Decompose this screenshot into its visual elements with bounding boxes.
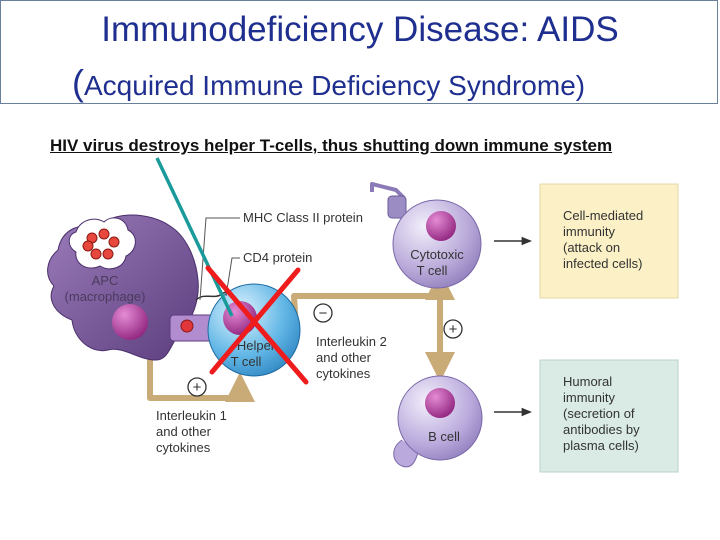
apc-macrophage: APC (macrophage) xyxy=(47,214,199,361)
subtitle-paren-open: ( xyxy=(72,62,84,103)
humoral-line-5: plasma cells) xyxy=(563,438,639,453)
il1-label-3: cytokines xyxy=(156,440,211,455)
cell-mediated-line-3: (attack on xyxy=(563,240,620,255)
b-cell: B cell xyxy=(393,375,483,468)
cell-mediated-line-4: infected cells) xyxy=(563,256,642,271)
il1-pathway xyxy=(147,337,255,402)
humoral-line-1: Humoral xyxy=(563,374,612,389)
plus-sign-left: + xyxy=(193,379,202,396)
il1-label-2: and other xyxy=(156,424,212,439)
subtitle-paren-close: ) xyxy=(575,70,586,101)
minus-sign: − xyxy=(319,305,328,322)
humoral-line-3: (secretion of xyxy=(563,406,635,421)
cytotoxic-label-1: Cytotoxic xyxy=(410,247,464,262)
subtitle-text: Acquired Immune Deficiency Syndrome xyxy=(84,70,576,101)
bcell-label: B cell xyxy=(428,429,460,444)
cell-mediated-line-2: immunity xyxy=(563,224,616,239)
bcell-nucleus xyxy=(425,388,455,418)
helper-label-2: T cell xyxy=(231,354,262,369)
cd4-label: CD4 protein xyxy=(243,250,312,265)
plus-sign-right: + xyxy=(449,321,458,338)
il1-label-1: Interleukin 1 xyxy=(156,408,227,423)
minus-sign-marker: − xyxy=(313,303,333,323)
cell-mediated-line-1: Cell-mediated xyxy=(563,208,643,223)
plus-sign-marker-left: + xyxy=(187,377,207,397)
humoral-box xyxy=(539,359,679,473)
title-box xyxy=(0,0,718,104)
il2-label-1: Interleukin 2 xyxy=(316,334,387,349)
cytotoxic-t-cell: Cytotoxic T cell xyxy=(370,182,482,289)
apc-nucleus xyxy=(112,304,148,340)
humoral-line-2: immunity xyxy=(563,390,616,405)
il2-label-3: cytokines xyxy=(316,366,371,381)
helper-label-1: Helper xyxy=(237,338,276,353)
il2-label-2: and other xyxy=(316,350,372,365)
plus-sign-marker-right: + xyxy=(443,319,463,339)
antigen-fragment xyxy=(180,319,194,333)
mhc-label: MHC Class II protein xyxy=(243,210,363,225)
cell-mediated-box xyxy=(539,183,679,299)
caption: HIV virus destroys helper T-cells, thus … xyxy=(50,136,613,155)
apc-label-2: (macrophage) xyxy=(65,289,146,304)
page-title: Immunodeficiency Disease: AIDS xyxy=(101,10,619,49)
hiv-pointer-line xyxy=(155,157,234,317)
cytotoxic-nucleus xyxy=(426,211,456,241)
apc-label-1: APC xyxy=(92,273,119,288)
page-subtitle: (Acquired Immune Deficiency Syndrome) xyxy=(72,62,585,104)
destroyed-cross xyxy=(205,265,309,385)
antigen-cluster xyxy=(82,228,120,260)
protein-callouts xyxy=(199,217,240,301)
cytotoxic-label-2: T cell xyxy=(417,263,448,278)
humoral-line-4: antibodies by xyxy=(563,422,640,437)
